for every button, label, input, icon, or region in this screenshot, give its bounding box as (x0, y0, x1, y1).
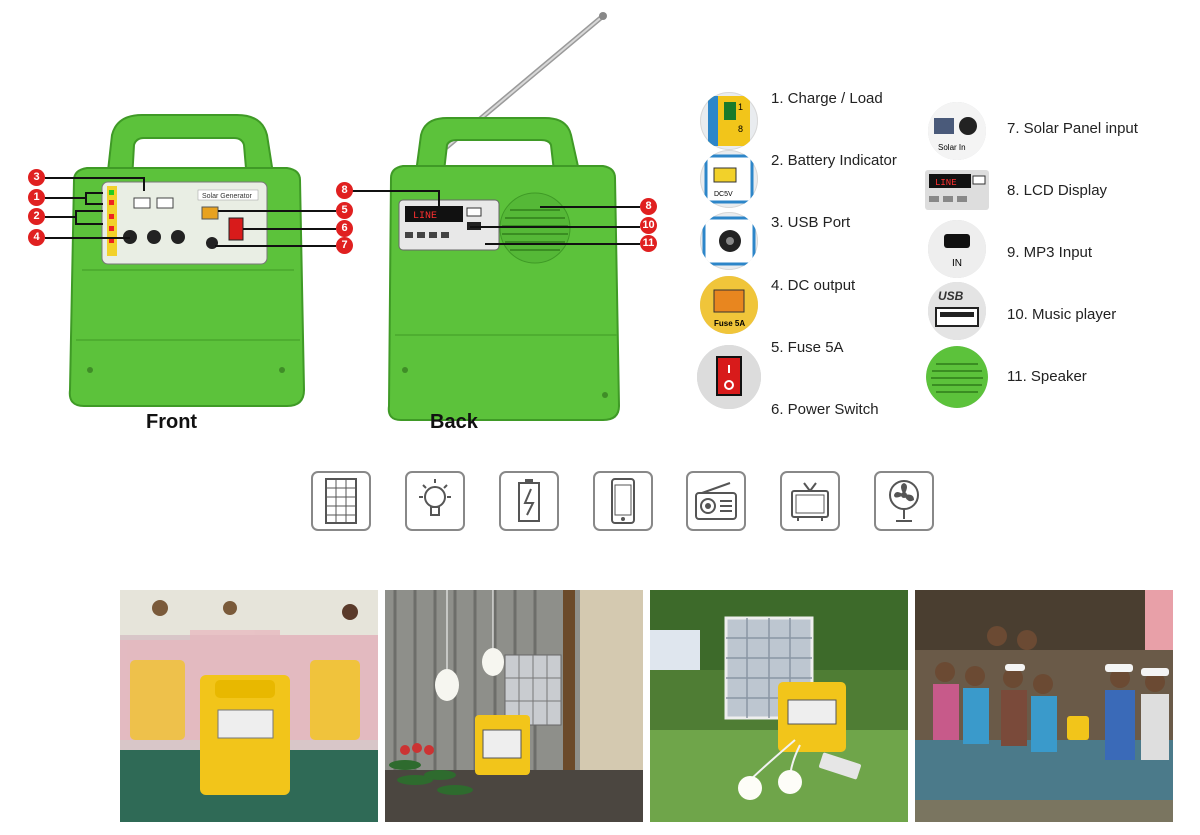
usb-label: USB (938, 289, 964, 303)
fuse-label: Fuse 5A (714, 319, 745, 328)
tv-icon (780, 471, 840, 531)
dc-label: DC5V (714, 191, 733, 198)
callout-badge-2: 2 (28, 208, 45, 225)
pointer-line-11 (485, 243, 640, 245)
feature-label-9: 9. MP3 Input (1007, 244, 1093, 261)
callout-badge-7: 7 (336, 237, 353, 254)
callout-badge-6: 6 (336, 220, 353, 237)
solar-panel-input-icon: Solar In (928, 102, 986, 160)
pointer-line-8-left (350, 190, 440, 192)
back-caption: Back (430, 411, 478, 433)
feature-label-3: 3. USB Port (771, 214, 851, 231)
svg-text:1: 1 (738, 102, 743, 112)
pointer-line-8-drop (438, 190, 440, 208)
feature-label-4: 4. DC output (771, 277, 856, 294)
front-caption: Front (146, 411, 198, 433)
dc-output-icon: Fuse 5A (700, 276, 758, 334)
front-device: Solar Generator (62, 110, 312, 410)
feature-label-2: 2. Battery Indicator (771, 152, 897, 169)
lcd-thumb-text: LINE (935, 178, 957, 188)
callout-badge-1: 1 (28, 189, 45, 206)
lcd-text: LINE (413, 211, 437, 222)
callout-badge-3: 3 (28, 169, 45, 186)
battery-icon (499, 471, 559, 531)
pointer-line-4 (45, 237, 130, 239)
pointer-line-1-top (85, 192, 103, 194)
in-label: IN (952, 258, 962, 269)
speaker-icon (926, 346, 988, 408)
feature-label-11: 11. Speaker (1007, 368, 1087, 385)
back-device-illustration: LINE (387, 12, 621, 421)
callout-badge-4: 4 (28, 229, 45, 246)
pointer-line-3 (45, 177, 145, 179)
device-title-text: Solar Generator (202, 193, 252, 200)
feature-label-6: 6. Power Switch (771, 401, 879, 418)
garden-photo (650, 590, 908, 822)
callout-badge-11: 11 (640, 235, 657, 252)
callout-badge-10: 10 (640, 217, 657, 234)
fan-icon (874, 471, 934, 531)
feature-label-10: 10. Music player (1007, 306, 1117, 323)
usb-port-icon (700, 212, 758, 270)
radio-icon (686, 471, 746, 531)
callout-badge-8-right: 8 (640, 198, 657, 215)
pointer-line-1-bracket (85, 192, 87, 204)
pointer-line-7 (215, 245, 336, 247)
pointer-line-2-top (75, 210, 103, 212)
children-photo (915, 590, 1173, 822)
light-bulb-icon (405, 471, 465, 531)
pointer-line-2 (45, 216, 75, 218)
front-device-illustration: Solar Generator (68, 114, 306, 407)
phone-icon (593, 471, 653, 531)
factory-photo (120, 590, 378, 822)
battery-indicator-icon: DC5V (700, 150, 758, 208)
pointer-line-5 (218, 210, 336, 212)
feature-label-8: 8. LCD Display (1007, 182, 1108, 199)
pointer-line-1-bottom (85, 203, 103, 205)
lcd-display-icon: LINE (925, 170, 989, 210)
svg-text:8: 8 (738, 124, 743, 134)
pointer-line-10 (470, 226, 640, 228)
music-player-icon: USB (928, 282, 986, 340)
pointer-line-2-bottom (75, 223, 103, 225)
solar-in-label: Solar In (938, 143, 966, 152)
pointer-line-2-bracket (75, 210, 77, 224)
feature-label-5: 5. Fuse 5A (771, 339, 844, 356)
feature-label-7: 7. Solar Panel input (1007, 120, 1138, 137)
pointer-line-6 (243, 228, 336, 230)
pointer-line-1 (45, 197, 85, 199)
mp3-input-icon: IN (928, 220, 986, 278)
solar-panel-icon (311, 471, 371, 531)
callout-badge-5: 5 (336, 202, 353, 219)
pointer-line-8-right (540, 206, 640, 208)
back-device: LINE (385, 10, 625, 422)
market-stall-photo (385, 590, 643, 822)
feature-label-1: 1. Charge / Load (771, 90, 883, 107)
callout-badge-8-left: 8 (336, 182, 353, 199)
pointer-line-3-drop (143, 177, 145, 191)
power-switch-icon (697, 345, 761, 409)
